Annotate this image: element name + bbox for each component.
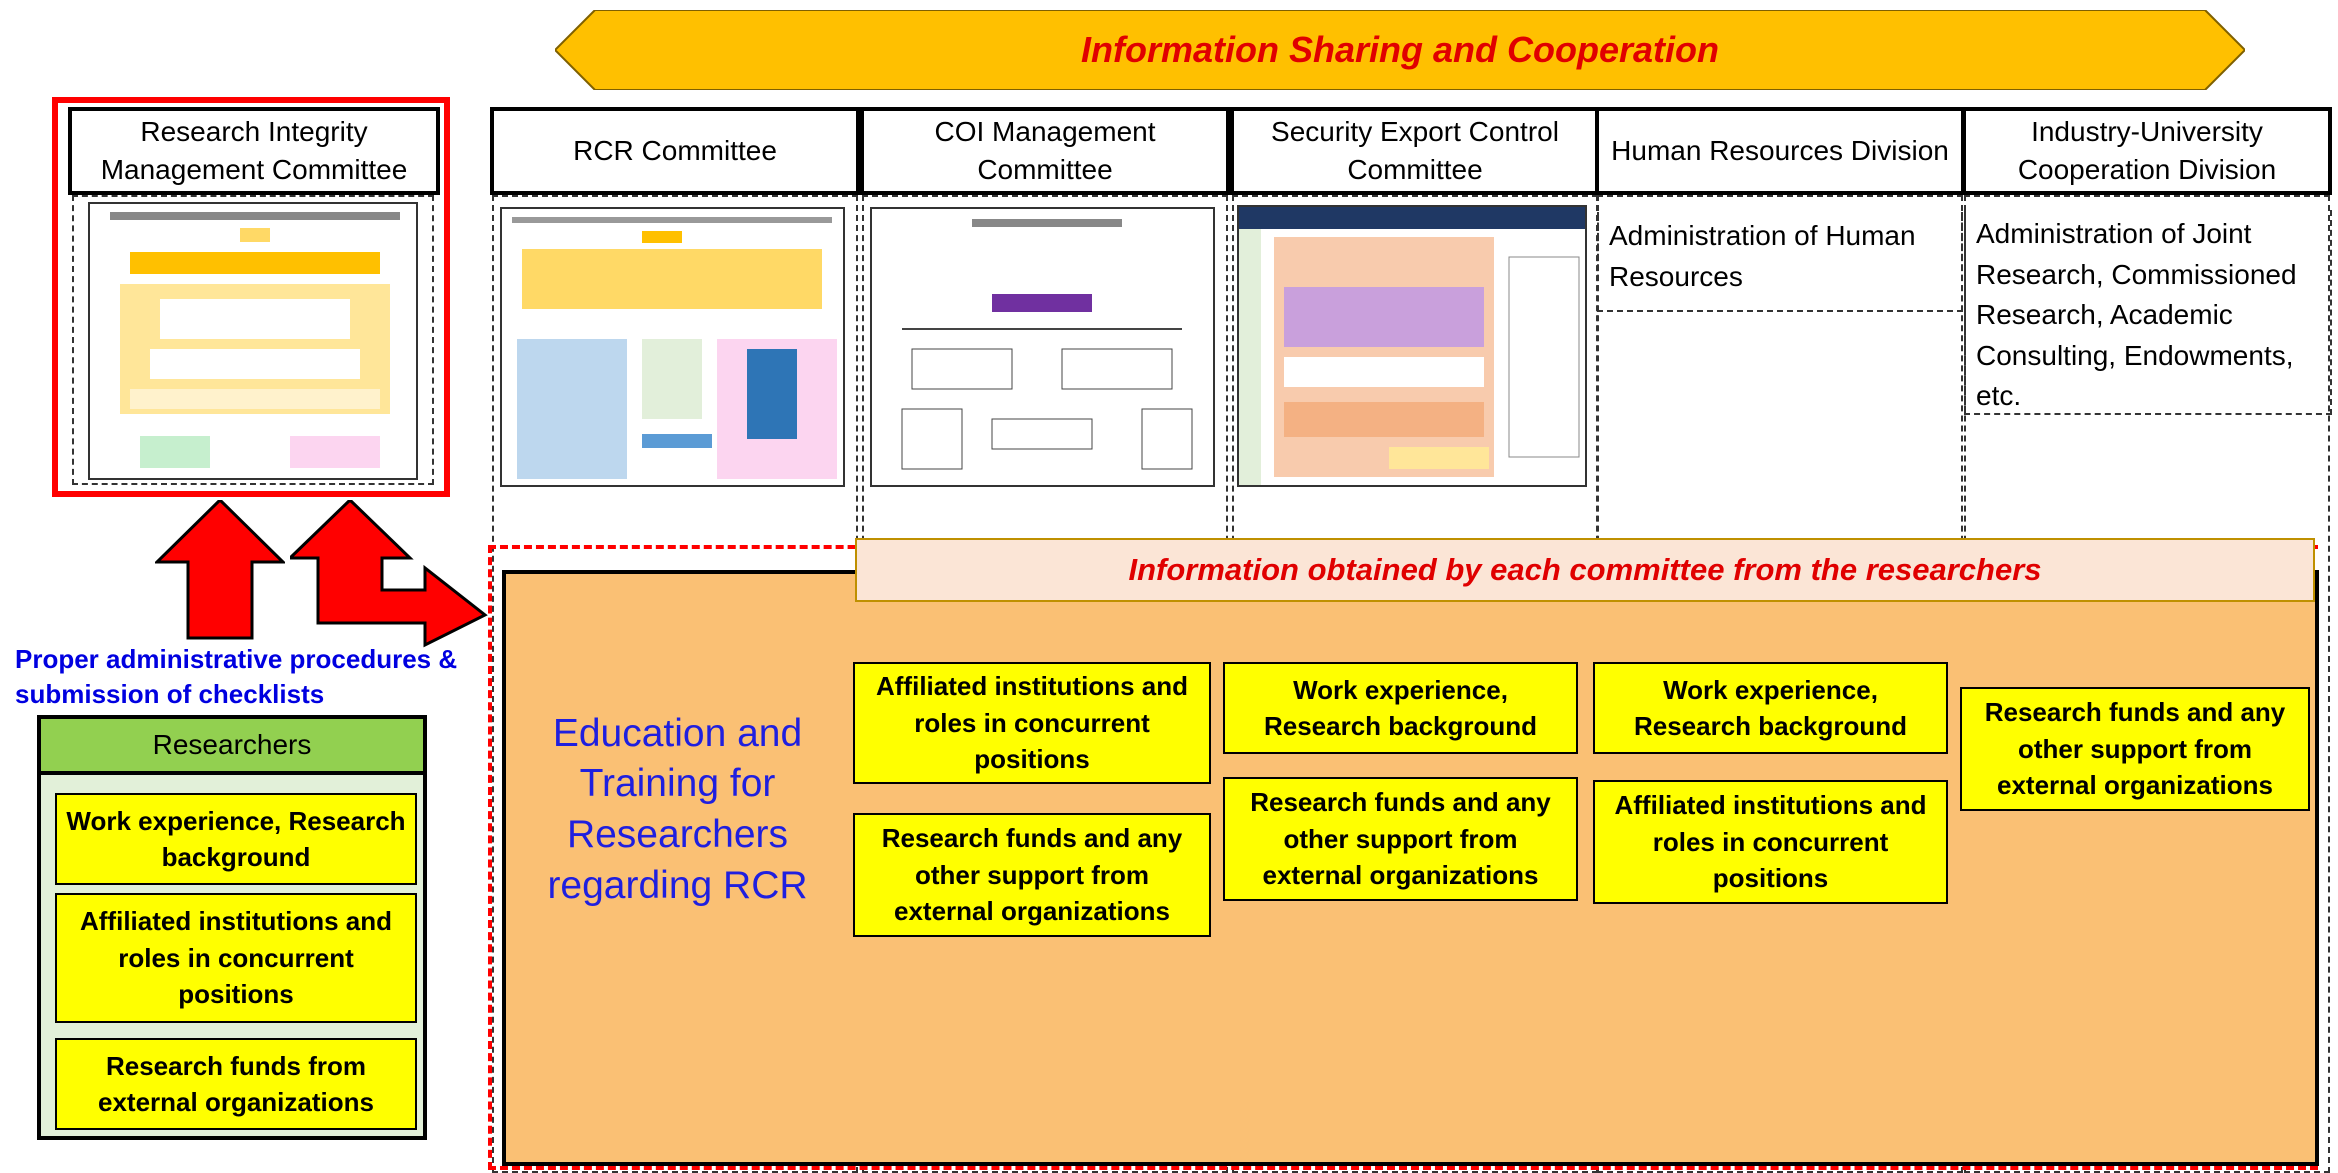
industry-university-item-research-funds: Research funds and any other support fro… [1960,687,2310,811]
banner-arrow-shape [555,10,2245,90]
security-item-research-funds: Research funds and any other support fro… [1223,777,1578,901]
hr-item-work-experience: Work experience, Research background [1593,662,1948,754]
info-obtained-banner: Information obtained by each committee f… [855,538,2315,602]
integrity-committee-org-chart-image [88,202,418,480]
integrity-committee-frame [52,97,450,497]
column-header-hr: Human Resources Division [1595,107,1965,195]
researchers-item-work-experience: Work experience, Research background [55,793,417,885]
researchers-item-research-funds: Research funds from external organizatio… [55,1038,417,1130]
banner-label: Information Sharing and Cooperation [1081,29,1719,70]
arrow-bidirectional-integrity-to-committees [290,500,488,648]
hr-administration-text: Administration of Human Resources [1597,212,1963,312]
researchers-item-affiliations: Affiliated institutions and roles in con… [55,893,417,1023]
rcr-education-text: Education and Training for Researchers r… [547,711,808,907]
integrity-committee-image-area [72,195,434,485]
information-sharing-banner: Information Sharing and Cooperation [555,10,2245,90]
column-header-security: Security Export Control Committee [1230,107,1600,195]
researchers-title: Researchers [37,715,427,775]
column-header-rcr: RCR Committee [490,107,860,195]
rcr-committee-org-chart-image [500,207,845,487]
security-export-control-org-chart-image [1237,205,1587,487]
hr-item-affiliations: Affiliated institutions and roles in con… [1593,780,1948,904]
coi-committee-org-chart-image [870,207,1215,487]
arrow-up-to-integrity-committee [155,500,285,640]
column-header-industry-university: Industry-University Cooperation Division [1962,107,2332,195]
integrity-committee-title: Research Integrity Management Committee [68,107,440,195]
security-item-work-experience: Work experience, Research background [1223,662,1578,754]
industry-university-administration-text: Administration of Joint Research, Commis… [1964,210,2332,415]
procedures-label: Proper administrative procedures & submi… [15,644,458,710]
coi-item-research-funds: Research funds and any other support fro… [853,813,1211,937]
column-header-coi: COI Management Committee [860,107,1230,195]
coi-item-affiliations: Affiliated institutions and roles in con… [853,662,1211,784]
